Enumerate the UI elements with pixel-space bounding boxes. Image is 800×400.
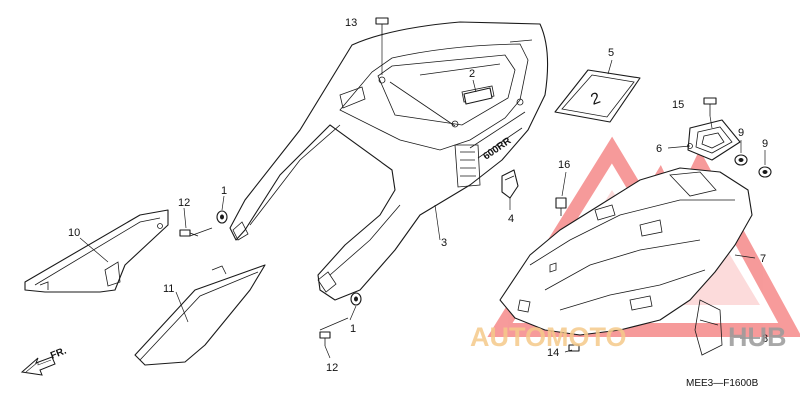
rear-seat-cowl: 600RR [229,21,549,301]
watermark-text-part1: AUTOMOTO [470,322,627,352]
callout-14: 14 [547,347,559,359]
callout-15: 15 [672,99,684,111]
callout-4: 4 [508,213,514,225]
grab-rail-plate [463,87,493,105]
callout-1a: 1 [221,185,227,197]
screw-12b [319,331,331,346]
callout-6: 6 [656,143,662,155]
watermark-text: AUTOMOTO HUB [470,322,787,352]
caution-sticker: 2 [554,69,641,123]
screw-13 [375,17,389,36]
rubber-cap [501,169,519,199]
diagram-code: MEE3—F1600B [686,378,759,389]
callout-12a: 12 [178,197,190,209]
side-cover-left [24,209,169,293]
watermark-text-part2: HUB [728,322,787,352]
grommet-9b [758,166,772,178]
callout-9a: 9 [738,127,744,139]
callout-9b: 9 [762,138,768,150]
callout-8: 8 [762,333,768,345]
callout-labels: 13 2 5 15 9 9 6 16 4 3 7 8 1 1 12 12 10 … [68,17,768,374]
callout-2: 2 [469,68,475,80]
callout-12b: 12 [326,362,338,374]
callout-16: 16 [558,159,570,171]
callout-11: 11 [163,283,174,295]
clip-nut-1b [350,292,362,306]
direction-label: FR. [49,345,68,361]
callout-13: 13 [345,17,357,29]
side-panel-right [134,264,266,366]
grommet-9a [734,154,748,166]
rear-fender-undertray [499,167,753,356]
bolt-16 [555,197,567,216]
license-bracket [687,119,741,161]
callout-1b: 1 [350,323,356,335]
screw-12a [179,229,199,237]
screw-15 [703,97,717,116]
front-arrow-icon [20,356,56,376]
clip-nut-1a [216,210,228,224]
callout-3: 3 [441,237,447,249]
screw-14 [568,344,580,352]
front-direction-indicator: FR. [20,345,68,376]
leader-lines [79,36,766,359]
callout-5: 5 [608,47,614,59]
callout-10: 10 [68,227,80,239]
callout-7: 7 [760,253,766,265]
